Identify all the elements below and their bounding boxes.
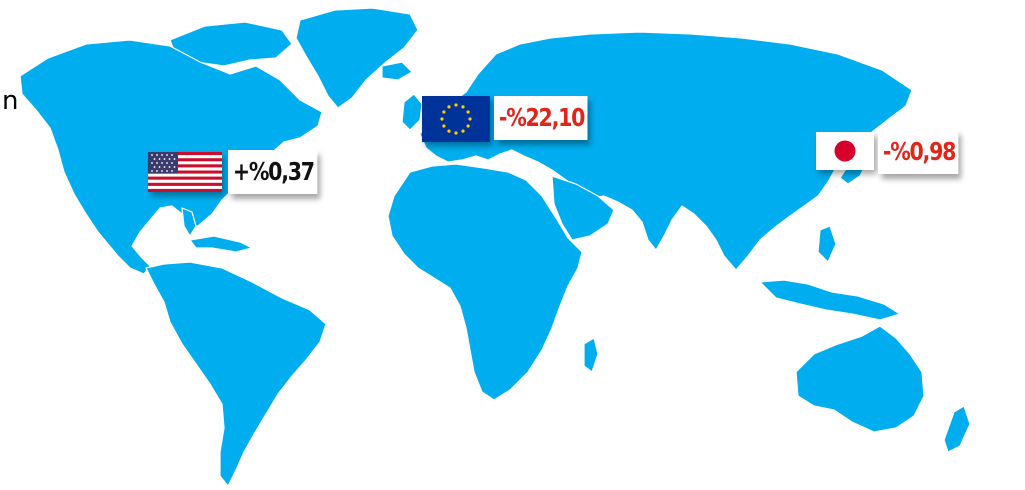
florida-landmass [181,207,197,237]
australia-landmass [795,325,925,433]
caribbean-landmass [189,235,253,253]
british-isles-landmass [401,93,423,131]
japan-flag-icon [816,132,874,170]
eu-value-label: -%22,10 [494,96,588,140]
southeast-asia-landmass [759,279,901,321]
philippines-landmass [817,225,837,263]
africa-landmass [387,163,583,401]
japan-value-label: -%0,98 [878,130,959,174]
south-america-landmass [145,261,327,487]
iceland-landmass [381,61,413,81]
eu-flag-icon [422,96,490,142]
cut-off-text: n [2,86,19,116]
usa-flag-icon [148,152,222,192]
madagascar-landmass [583,337,599,373]
greenland-landmass [295,7,419,109]
eurasia-landmass [419,31,913,271]
arabia-landmass [551,175,615,241]
usa-value-label: +%0,37 [228,150,318,194]
new-zealand-landmass [943,405,971,453]
